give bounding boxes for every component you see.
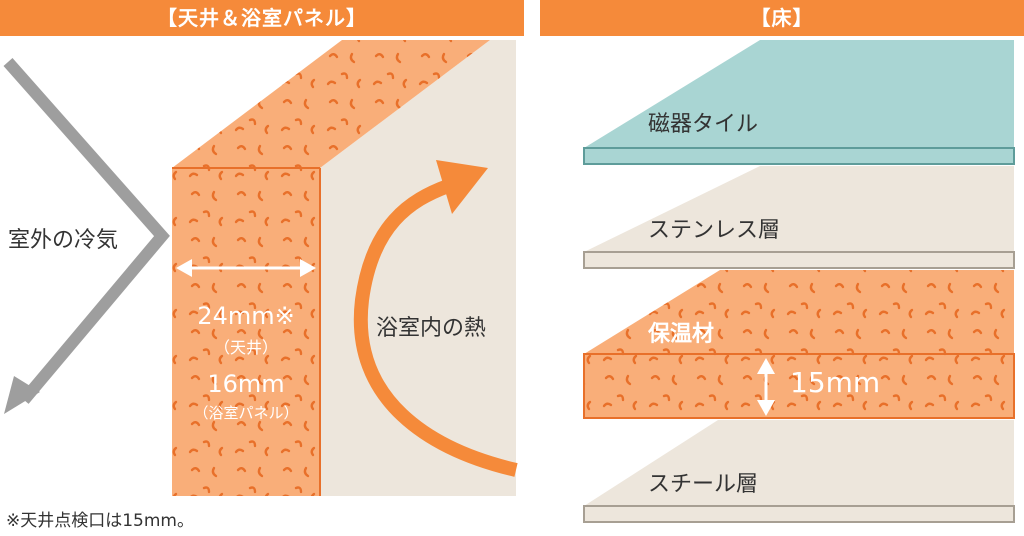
floor-layer-stainless bbox=[583, 166, 1015, 269]
floor-layer-insulation bbox=[583, 270, 1015, 419]
floor-layer-steel bbox=[583, 420, 1015, 523]
panel-name-label: （浴室パネル） bbox=[193, 404, 299, 422]
floor-layer-tile bbox=[583, 40, 1015, 165]
floor-layer-label-tile: 磁器タイル bbox=[648, 112, 759, 137]
header-left: 【天井＆浴室パネル】 bbox=[0, 0, 524, 36]
floor-thickness-arrow bbox=[757, 358, 775, 416]
panel-thickness-arrow bbox=[176, 259, 316, 277]
heat-arrow bbox=[353, 160, 518, 477]
header-right: 【床】 bbox=[540, 0, 1024, 36]
cold-air-arrow bbox=[3, 58, 170, 414]
ceiling-thickness-label: 24mm※ bbox=[197, 302, 295, 330]
floor-layer-label-steel: スチール層 bbox=[648, 472, 759, 497]
cold-air-label: 室外の冷気 bbox=[8, 228, 119, 253]
heat-label: 浴室内の熱 bbox=[376, 316, 487, 341]
footnote: ※天井点検口は15mm。 bbox=[6, 511, 194, 531]
panel-front-face bbox=[172, 168, 320, 496]
panel-thickness-label: 16mm bbox=[207, 370, 285, 398]
floor-thickness-label: 15mm bbox=[790, 366, 881, 399]
ceiling-name-label: （天井） bbox=[213, 338, 278, 357]
panel-top-face bbox=[172, 40, 490, 168]
floor-layer-label-stainless: ステンレス層 bbox=[648, 218, 781, 243]
floor-layer-label-insulation: 保温材 bbox=[648, 322, 715, 347]
